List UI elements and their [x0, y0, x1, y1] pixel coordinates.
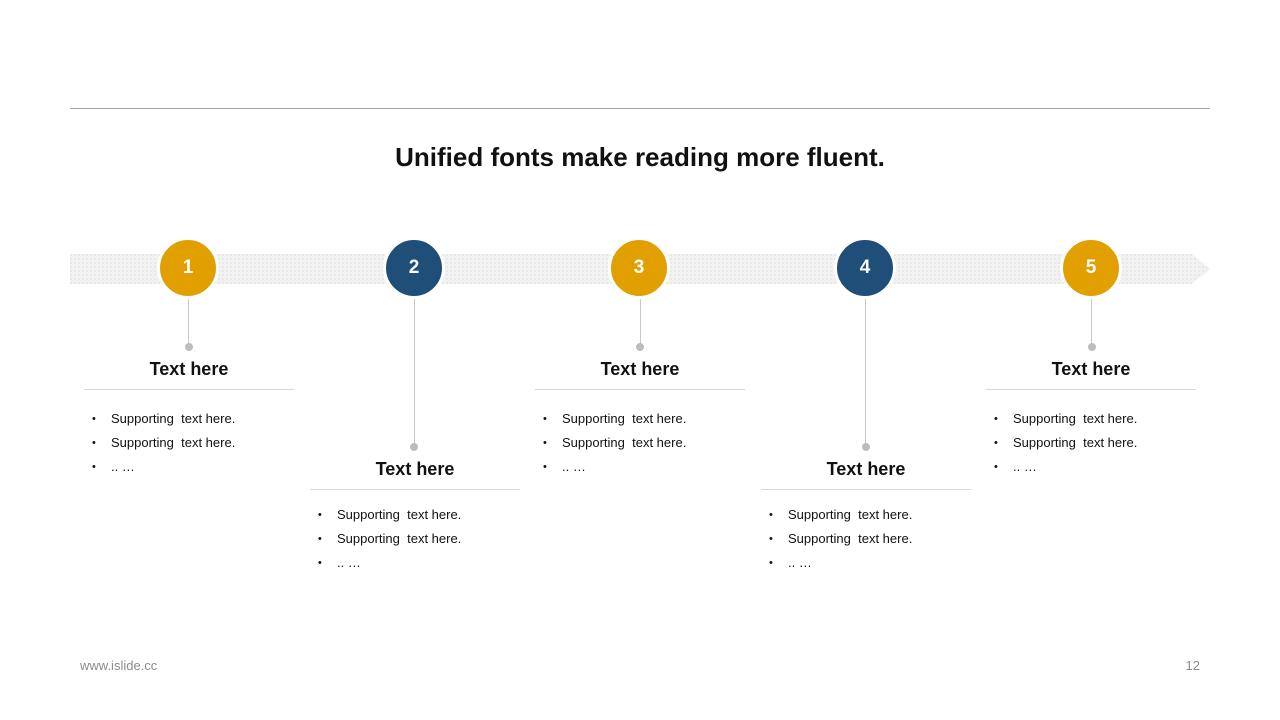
bullet-item: Supporting text here.	[318, 503, 520, 527]
bullet-item: .. …	[318, 551, 520, 575]
step-4-connector-dot	[862, 443, 870, 451]
step-2-connector-dot	[410, 443, 418, 451]
step-2-connector	[414, 299, 415, 447]
bullet-item: Supporting text here.	[543, 431, 745, 455]
step-5-number: 5	[1085, 257, 1097, 278]
step-2-block: Text here Supporting text here. Supporti…	[310, 459, 520, 575]
bullet-item: Supporting text here.	[318, 527, 520, 551]
step-5-circle: 5	[1060, 237, 1122, 299]
bullet-item: .. …	[769, 551, 971, 575]
footer-url: www.islide.cc	[80, 658, 158, 673]
step-1-block: Text here Supporting text here. Supporti…	[84, 359, 294, 479]
step-3-connector-dot	[636, 343, 644, 351]
step-4-circle: 4	[834, 237, 896, 299]
bullet-item: Supporting text here.	[92, 431, 294, 455]
bullet-item: Supporting text here.	[994, 407, 1196, 431]
step-1-circle: 1	[157, 237, 219, 299]
step-4-heading: Text here	[761, 459, 971, 490]
step-1-number: 1	[182, 257, 194, 278]
slide-title: Unified fonts make reading more fluent.	[395, 142, 885, 172]
bullet-item: .. …	[92, 455, 294, 479]
bullet-item: .. …	[994, 455, 1196, 479]
step-1-bullets: Supporting text here. Supporting text he…	[84, 407, 294, 479]
step-5-bullets: Supporting text here. Supporting text he…	[986, 407, 1196, 479]
step-3-circle: 3	[608, 237, 670, 299]
step-4-bullets: Supporting text here. Supporting text he…	[761, 503, 971, 575]
step-4-connector	[865, 299, 866, 447]
step-2-heading: Text here	[310, 459, 520, 490]
step-2-number: 2	[408, 257, 420, 278]
bullet-item: Supporting text here.	[543, 407, 745, 431]
bullet-item: .. …	[543, 455, 745, 479]
step-5-block: Text here Supporting text here. Supporti…	[986, 359, 1196, 479]
step-1-heading: Text here	[84, 359, 294, 390]
step-3-bullets: Supporting text here. Supporting text he…	[535, 407, 745, 479]
step-4-number: 4	[859, 257, 871, 278]
step-1-connector-dot	[185, 343, 193, 351]
step-3-number: 3	[633, 257, 645, 278]
bullet-item: Supporting text here.	[769, 503, 971, 527]
step-5-heading: Text here	[986, 359, 1196, 390]
step-2-bullets: Supporting text here. Supporting text he…	[310, 503, 520, 575]
bullet-item: Supporting text here.	[92, 407, 294, 431]
step-2-circle: 2	[383, 237, 445, 299]
step-5-connector-dot	[1088, 343, 1096, 351]
page-number: 12	[1185, 658, 1200, 673]
top-divider	[70, 108, 1210, 109]
step-1-connector	[188, 299, 189, 347]
step-3-heading: Text here	[535, 359, 745, 390]
step-4-block: Text here Supporting text here. Supporti…	[761, 459, 971, 575]
step-5-connector	[1091, 299, 1092, 347]
bullet-item: Supporting text here.	[994, 431, 1196, 455]
step-3-connector	[640, 299, 641, 347]
step-3-block: Text here Supporting text here. Supporti…	[535, 359, 745, 479]
bullet-item: Supporting text here.	[769, 527, 971, 551]
